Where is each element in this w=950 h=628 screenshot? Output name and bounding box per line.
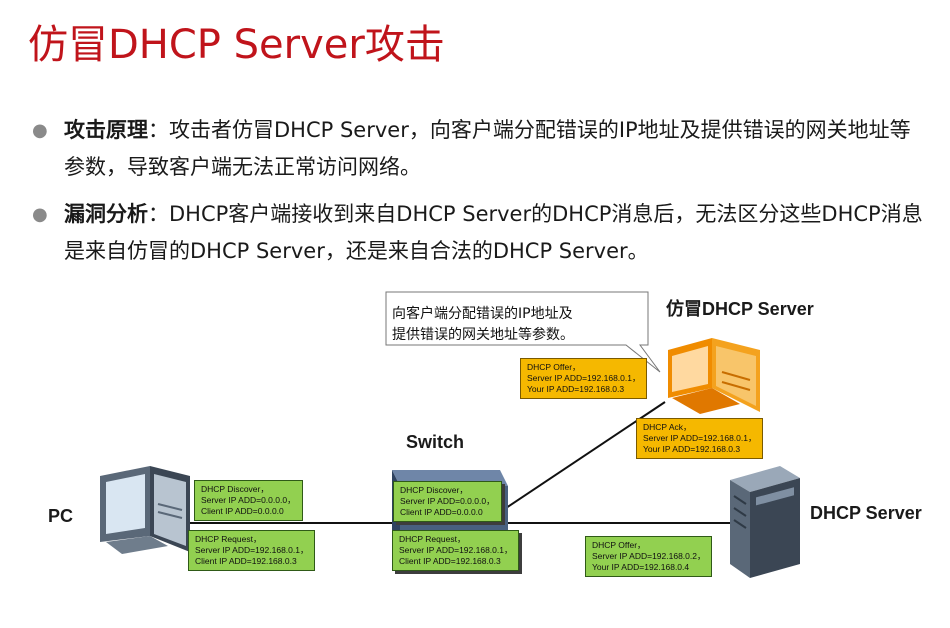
bullet-text: DHCP客户端接收到来自DHCP Server的DHCP消息后，无法区分这些DH…: [64, 202, 923, 263]
msg-line: DHCP Discover，: [400, 485, 468, 495]
msg-line: Server IP ADD=0.0.0.0，: [201, 495, 296, 505]
msg-line: Your IP ADD=192.168.0.3: [643, 444, 741, 454]
msg-real-offer: DHCP Offer， Server IP ADD=192.168.0.2， Y…: [585, 536, 713, 577]
bullet-vulnerability-analysis: ● 漏洞分析：DHCP客户端接收到来自DHCP Server的DHCP消息后，无…: [30, 196, 930, 270]
fake-server-label: 仿冒DHCP Server: [666, 299, 814, 319]
msg-switch-request: DHCP Request， Server IP ADD=192.168.0.1，…: [392, 530, 520, 571]
callout-line: 提供错误的网关地址等参数。: [392, 327, 574, 343]
msg-line: Client IP ADD=0.0.0.0: [400, 507, 483, 517]
msg-line: Your IP ADD=192.168.0.3: [527, 384, 625, 394]
network-diagram: 向客户端分配错误的IP地址及 提供错误的网关地址等参数。 仿冒DHCP Serv…: [0, 290, 950, 628]
bullet-sep: ：: [148, 202, 169, 226]
msg-line: Server IP ADD=192.168.0.1，: [195, 545, 309, 555]
pc-label: PC: [48, 506, 74, 526]
msg-pc-discover: DHCP Discover， Server IP ADD=0.0.0.0， Cl…: [194, 480, 303, 521]
fake-server-icon: [668, 338, 760, 414]
page-title: 仿冒DHCP Server攻击: [28, 22, 445, 68]
msg-line: Client IP ADD=192.168.0.3: [195, 556, 297, 566]
dhcp-server-icon: [730, 466, 800, 578]
bullet-term: 攻击原理: [64, 118, 148, 142]
pc-icon: [100, 466, 190, 554]
msg-switch-discover: DHCP Discover， Server IP ADD=0.0.0.0， Cl…: [393, 481, 502, 522]
msg-line: Client IP ADD=192.168.0.3: [399, 556, 501, 566]
msg-pc-request: DHCP Request， Server IP ADD=192.168.0.1，…: [188, 530, 316, 571]
bullet-dot-icon: ●: [32, 204, 48, 225]
dhcp-server-label: DHCP Server: [810, 503, 922, 523]
callout-text: 向客户端分配错误的IP地址及 提供错误的网关地址等参数。: [392, 304, 574, 346]
msg-line: Your IP ADD=192.168.0.4: [592, 562, 690, 572]
bullet-attack-principle: ● 攻击原理：攻击者仿冒DHCP Server，向客户端分配错误的IP地址及提供…: [30, 112, 930, 186]
msg-line: Server IP ADD=0.0.0.0，: [400, 496, 495, 506]
msg-line: DHCP Request，: [399, 534, 466, 544]
bullet-sep: ：: [148, 118, 169, 142]
msg-line: DHCP Ack，: [643, 422, 692, 432]
msg-line: Client IP ADD=0.0.0.0: [201, 506, 284, 516]
msg-line: DHCP Offer，: [527, 362, 581, 372]
bullet-list: ● 攻击原理：攻击者仿冒DHCP Server，向客户端分配错误的IP地址及提供…: [30, 112, 930, 280]
msg-line: Server IP ADD=192.168.0.2，: [592, 551, 706, 561]
bullet-text: 攻击者仿冒DHCP Server，向客户端分配错误的IP地址及提供错误的网关地址…: [64, 118, 911, 179]
msg-fake-ack: DHCP Ack， Server IP ADD=192.168.0.1， You…: [636, 418, 764, 459]
msg-line: Server IP ADD=192.168.0.1，: [399, 545, 513, 555]
bullet-dot-icon: ●: [32, 120, 48, 141]
msg-line: Server IP ADD=192.168.0.1，: [643, 433, 757, 443]
callout-line: 向客户端分配错误的IP地址及: [392, 306, 573, 322]
msg-line: DHCP Request，: [195, 534, 262, 544]
msg-fake-offer: DHCP Offer， Server IP ADD=192.168.0.1， Y…: [520, 358, 648, 399]
msg-line: Server IP ADD=192.168.0.1，: [527, 373, 641, 383]
bullet-term: 漏洞分析: [64, 202, 148, 226]
msg-line: DHCP Offer，: [592, 540, 646, 550]
switch-label: Switch: [406, 432, 465, 452]
callout-box: [385, 291, 661, 373]
msg-line: DHCP Discover，: [201, 484, 269, 494]
